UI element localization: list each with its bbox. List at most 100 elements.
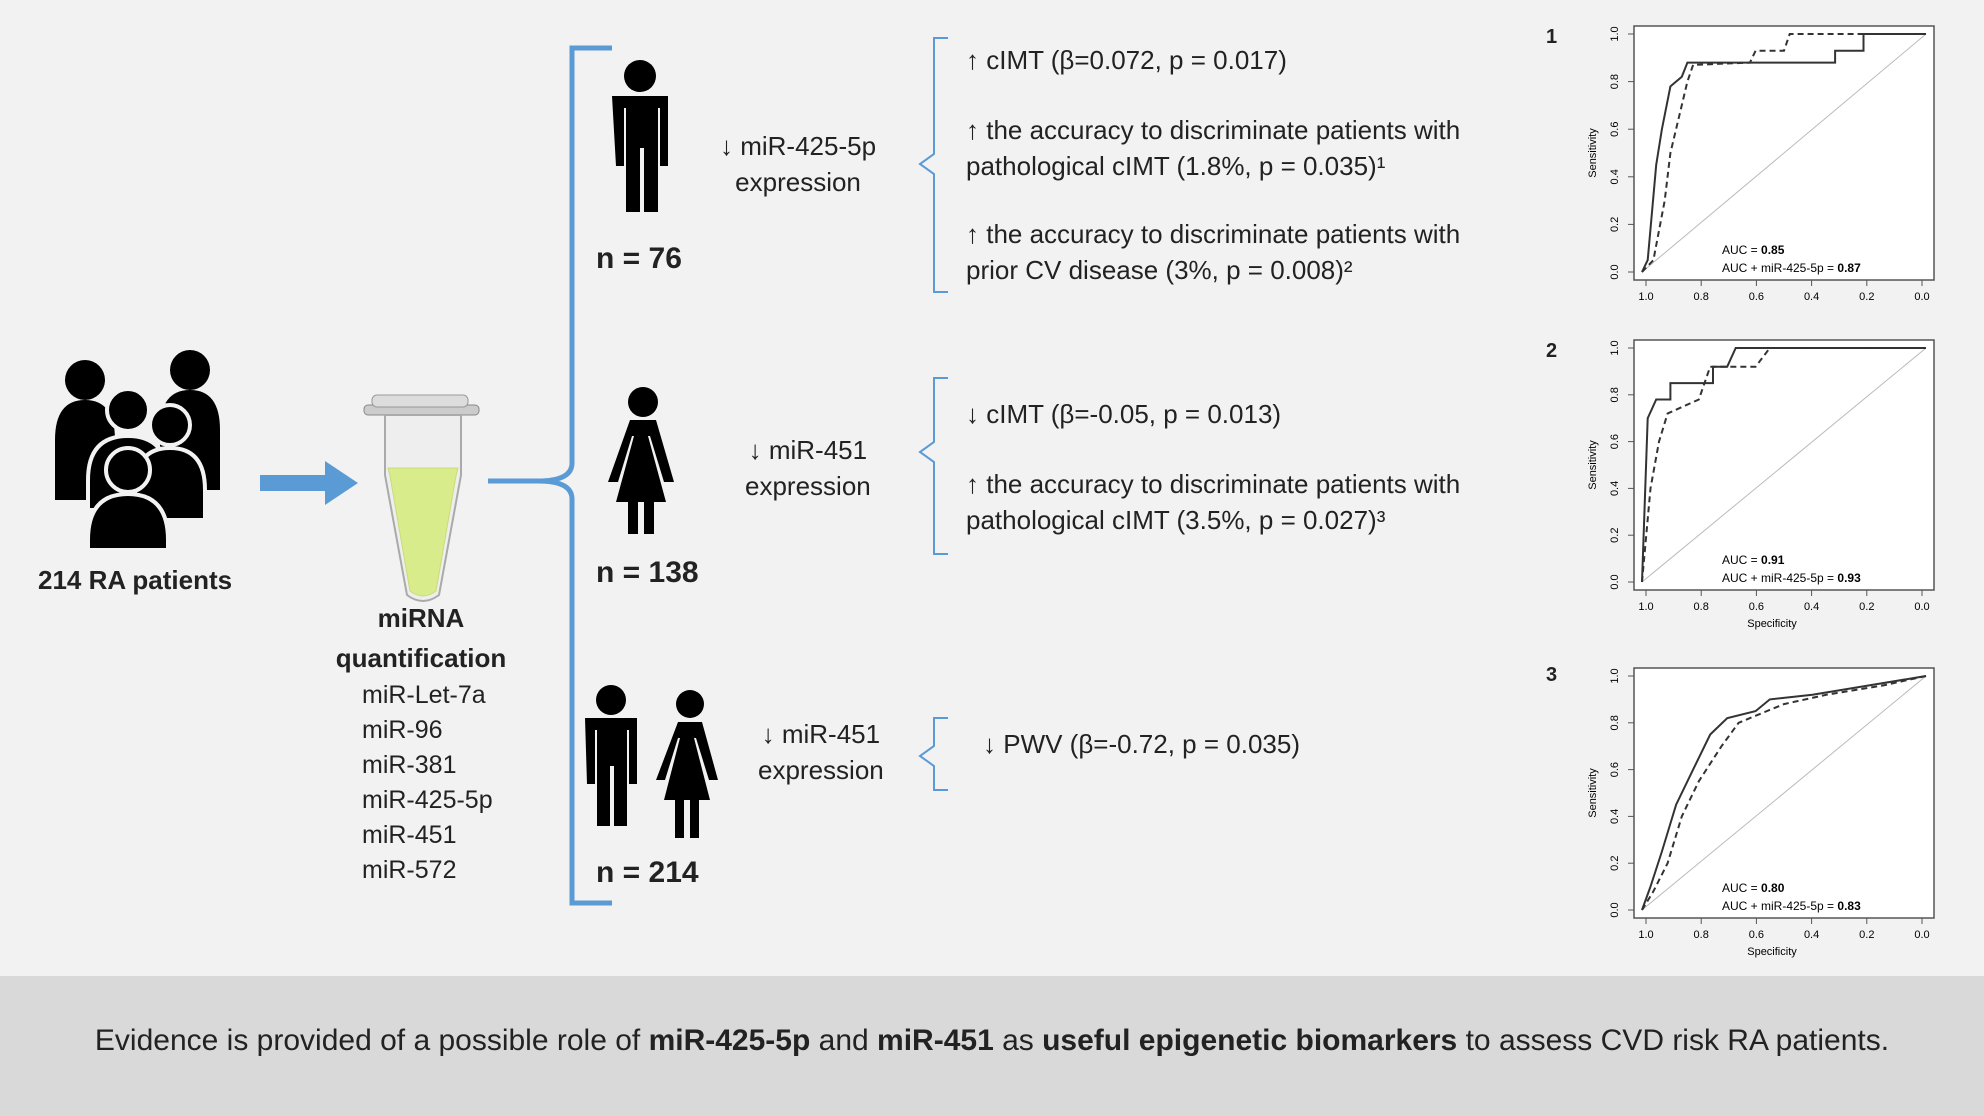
finding-line: pathological cIMT (3.5%, p = 0.027)³ bbox=[966, 505, 1386, 535]
expression-line: expression bbox=[758, 755, 884, 785]
y-tick-label: 0.8 bbox=[1609, 715, 1621, 730]
patients-group-icon bbox=[55, 350, 220, 552]
finding-line: ↑ cIMT (β=0.072, p = 0.017) bbox=[966, 45, 1287, 75]
main-bracket bbox=[488, 45, 612, 906]
finding-text: ↓ PWV (β=-0.72, p = 0.035) bbox=[983, 726, 1300, 762]
finding-line: ↓ PWV (β=-0.72, p = 0.035) bbox=[983, 729, 1300, 759]
mirna-item: miR-381 bbox=[362, 751, 457, 779]
sample-size-label: n = 76 bbox=[596, 242, 682, 275]
finding-brackets bbox=[918, 37, 948, 791]
expression-label: ↓ miR-451 expression bbox=[758, 716, 884, 788]
y-axis-label: Sensitivity bbox=[1587, 768, 1599, 818]
y-tick-label: 0.2 bbox=[1609, 217, 1621, 232]
finding-text: ↑ the accuracy to discriminate patients … bbox=[966, 112, 1460, 184]
patients-label: 214 RA patients bbox=[38, 565, 233, 595]
roc-curve-auc-plus-mir bbox=[1641, 347, 1926, 583]
tube-icon bbox=[363, 394, 480, 602]
roc-panel-number: 3 bbox=[1546, 664, 1558, 686]
auc-value: 0.85 bbox=[1761, 243, 1785, 257]
x-tick-label: 0.0 bbox=[1914, 929, 1929, 941]
y-tick-label: 0.6 bbox=[1609, 762, 1621, 777]
x-axis-label: Specificity bbox=[1747, 946, 1797, 958]
auc-combined-text: AUC + miR-425-5p = 0.93 bbox=[1722, 571, 1861, 585]
quantification-title: miRNA quantification bbox=[335, 603, 507, 673]
auc-combined-prefix: AUC + miR-425-5p = bbox=[1722, 899, 1837, 913]
finding-text: ↑ the accuracy to discriminate patients … bbox=[966, 466, 1460, 538]
x-tick-label: 0.8 bbox=[1694, 291, 1709, 303]
expression-line: ↓ miR-451 bbox=[761, 719, 881, 749]
roc-curve-auc bbox=[1641, 347, 1926, 583]
auc-combined-value: 0.93 bbox=[1837, 571, 1861, 585]
conclusion-emphasis: miR-451 bbox=[877, 1024, 994, 1057]
x-tick-label: 0.0 bbox=[1914, 601, 1929, 613]
conclusion-footer: Evidence is provided of a possible role … bbox=[0, 976, 1984, 1116]
expression-line: ↓ miR-425-5p bbox=[720, 131, 877, 161]
auc-prefix: AUC = bbox=[1722, 243, 1761, 257]
y-tick-label: 0.0 bbox=[1609, 902, 1621, 917]
finding-text: ↑ cIMT (β=0.072, p = 0.017) bbox=[966, 42, 1287, 78]
auc-text: AUC = 0.80 bbox=[1722, 881, 1785, 895]
y-axis-label: Sensitivity bbox=[1587, 440, 1599, 490]
roc-diagonal bbox=[1641, 675, 1927, 911]
finding-line: ↓ cIMT (β=-0.05, p = 0.013) bbox=[966, 399, 1282, 429]
man-and-woman-icon bbox=[585, 685, 718, 838]
y-tick-label: 0.8 bbox=[1609, 387, 1621, 402]
mirna-item: miR-Let-7a bbox=[362, 681, 486, 709]
finding-line: ↑ the accuracy to discriminate patients … bbox=[966, 469, 1461, 499]
y-tick-label: 1.0 bbox=[1609, 668, 1621, 683]
auc-text: AUC = 0.91 bbox=[1722, 553, 1785, 567]
x-tick-label: 0.0 bbox=[1914, 291, 1929, 303]
conclusion-segment: and bbox=[810, 1024, 878, 1057]
roc-panel-number: 2 bbox=[1546, 340, 1558, 362]
x-tick-label: 0.8 bbox=[1694, 601, 1709, 613]
auc-combined-value: 0.83 bbox=[1837, 899, 1861, 913]
expression-line: expression bbox=[745, 471, 871, 501]
y-tick-label: 0.0 bbox=[1609, 264, 1621, 279]
auc-value: 0.91 bbox=[1761, 553, 1785, 567]
auc-combined-text: AUC + miR-425-5p = 0.83 bbox=[1722, 899, 1861, 913]
y-axis-label: Sensitivity bbox=[1587, 128, 1599, 178]
sample-size-label: n = 138 bbox=[596, 556, 699, 589]
man-icon bbox=[612, 60, 668, 212]
auc-value: 0.80 bbox=[1761, 881, 1785, 895]
roc-diagonal bbox=[1641, 347, 1927, 583]
sample-size-label: n = 214 bbox=[596, 856, 699, 889]
woman-icon bbox=[608, 387, 674, 534]
x-tick-label: 0.6 bbox=[1749, 929, 1764, 941]
x-tick-label: 0.2 bbox=[1859, 291, 1874, 303]
roc-panel-number: 1 bbox=[1546, 26, 1558, 48]
conclusion-segment: to assess CVD risk RA patients. bbox=[1457, 1024, 1890, 1057]
expression-line: expression bbox=[735, 167, 861, 197]
roc-diagonal bbox=[1641, 33, 1927, 273]
x-tick-label: 1.0 bbox=[1638, 929, 1653, 941]
x-tick-label: 1.0 bbox=[1638, 601, 1653, 613]
y-tick-label: 0.0 bbox=[1609, 574, 1621, 589]
auc-combined-prefix: AUC + miR-425-5p = bbox=[1722, 261, 1837, 275]
y-tick-label: 1.0 bbox=[1609, 340, 1621, 355]
x-tick-label: 0.8 bbox=[1694, 929, 1709, 941]
y-tick-label: 0.4 bbox=[1609, 169, 1621, 184]
auc-combined-text: AUC + miR-425-5p = 0.87 bbox=[1722, 261, 1861, 275]
auc-combined-value: 0.87 bbox=[1837, 261, 1861, 275]
x-tick-label: 0.2 bbox=[1859, 929, 1874, 941]
conclusion-emphasis: miR-425-5p bbox=[648, 1024, 811, 1057]
auc-prefix: AUC = bbox=[1722, 881, 1761, 895]
y-tick-label: 0.2 bbox=[1609, 528, 1621, 543]
x-tick-label: 0.2 bbox=[1859, 601, 1874, 613]
x-tick-label: 0.6 bbox=[1749, 291, 1764, 303]
finding-line: pathological cIMT (1.8%, p = 0.035)¹ bbox=[966, 151, 1386, 181]
conclusion-segment: as bbox=[993, 1024, 1043, 1057]
y-tick-label: 0.4 bbox=[1609, 809, 1621, 824]
y-tick-label: 0.6 bbox=[1609, 122, 1621, 137]
x-tick-label: 0.4 bbox=[1804, 929, 1819, 941]
conclusion-segment: Evidence is provided of a possible role … bbox=[94, 1024, 649, 1057]
auc-text: AUC = 0.85 bbox=[1722, 243, 1785, 257]
y-tick-label: 0.8 bbox=[1609, 74, 1621, 89]
mirna-item: miR-572 bbox=[362, 856, 457, 884]
roc-curve-auc bbox=[1641, 33, 1926, 273]
conclusion-emphasis: useful epigenetic biomarkers bbox=[1042, 1024, 1458, 1057]
auc-combined-prefix: AUC + miR-425-5p = bbox=[1722, 571, 1837, 585]
finding-line: prior CV disease (3%, p = 0.008)² bbox=[966, 255, 1353, 285]
